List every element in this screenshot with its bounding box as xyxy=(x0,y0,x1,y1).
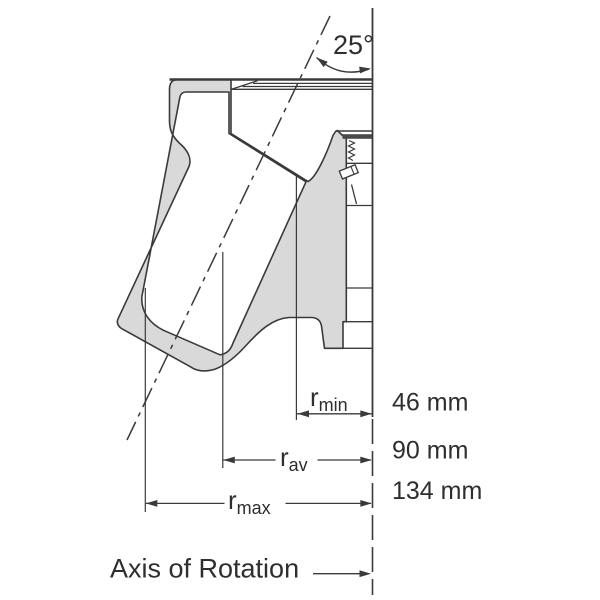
thread-symbol xyxy=(347,139,356,162)
rmax-dimension: rmax 134 mm xyxy=(145,477,482,518)
hub-details xyxy=(337,130,373,349)
retainer-pin xyxy=(338,163,360,180)
rotor-lid xyxy=(169,78,373,90)
rmin-label: rmin xyxy=(310,382,348,415)
lid-bevel-line xyxy=(231,80,258,90)
tube-axis-centerline xyxy=(126,15,331,441)
rav-arrowhead-left xyxy=(223,456,235,464)
rmin-arrowhead-right xyxy=(360,410,372,418)
rmin-dimension: rmin 46 mm xyxy=(297,382,468,418)
rmax-arrowhead-right xyxy=(360,500,372,507)
axis-leader-arrowhead xyxy=(359,570,371,578)
rav-dimension: rav 90 mm xyxy=(223,437,468,475)
rav-label: rav xyxy=(280,442,308,475)
angle-arc-arrowhead-left xyxy=(316,57,328,68)
axis-of-rotation-annotation: Axis of Rotation xyxy=(110,554,371,584)
rmin-arrowhead-left xyxy=(297,410,309,418)
angle-label: 25° xyxy=(333,30,374,60)
axis-of-rotation-label: Axis of Rotation xyxy=(110,554,299,584)
pin-stem-line xyxy=(350,184,358,205)
angle-annotation: 25° xyxy=(315,30,374,74)
rav-value: 90 mm xyxy=(392,437,468,465)
rotor-body-section xyxy=(116,78,348,372)
rav-arrowhead-right xyxy=(360,456,372,464)
angle-arc-arrowhead-right xyxy=(359,66,371,74)
rmax-arrowhead-left xyxy=(145,500,158,507)
rmin-value: 46 mm xyxy=(392,389,468,417)
rmax-value: 134 mm xyxy=(392,477,482,505)
rmax-label: rmax xyxy=(228,485,271,518)
lid-clamp-band xyxy=(342,134,373,139)
